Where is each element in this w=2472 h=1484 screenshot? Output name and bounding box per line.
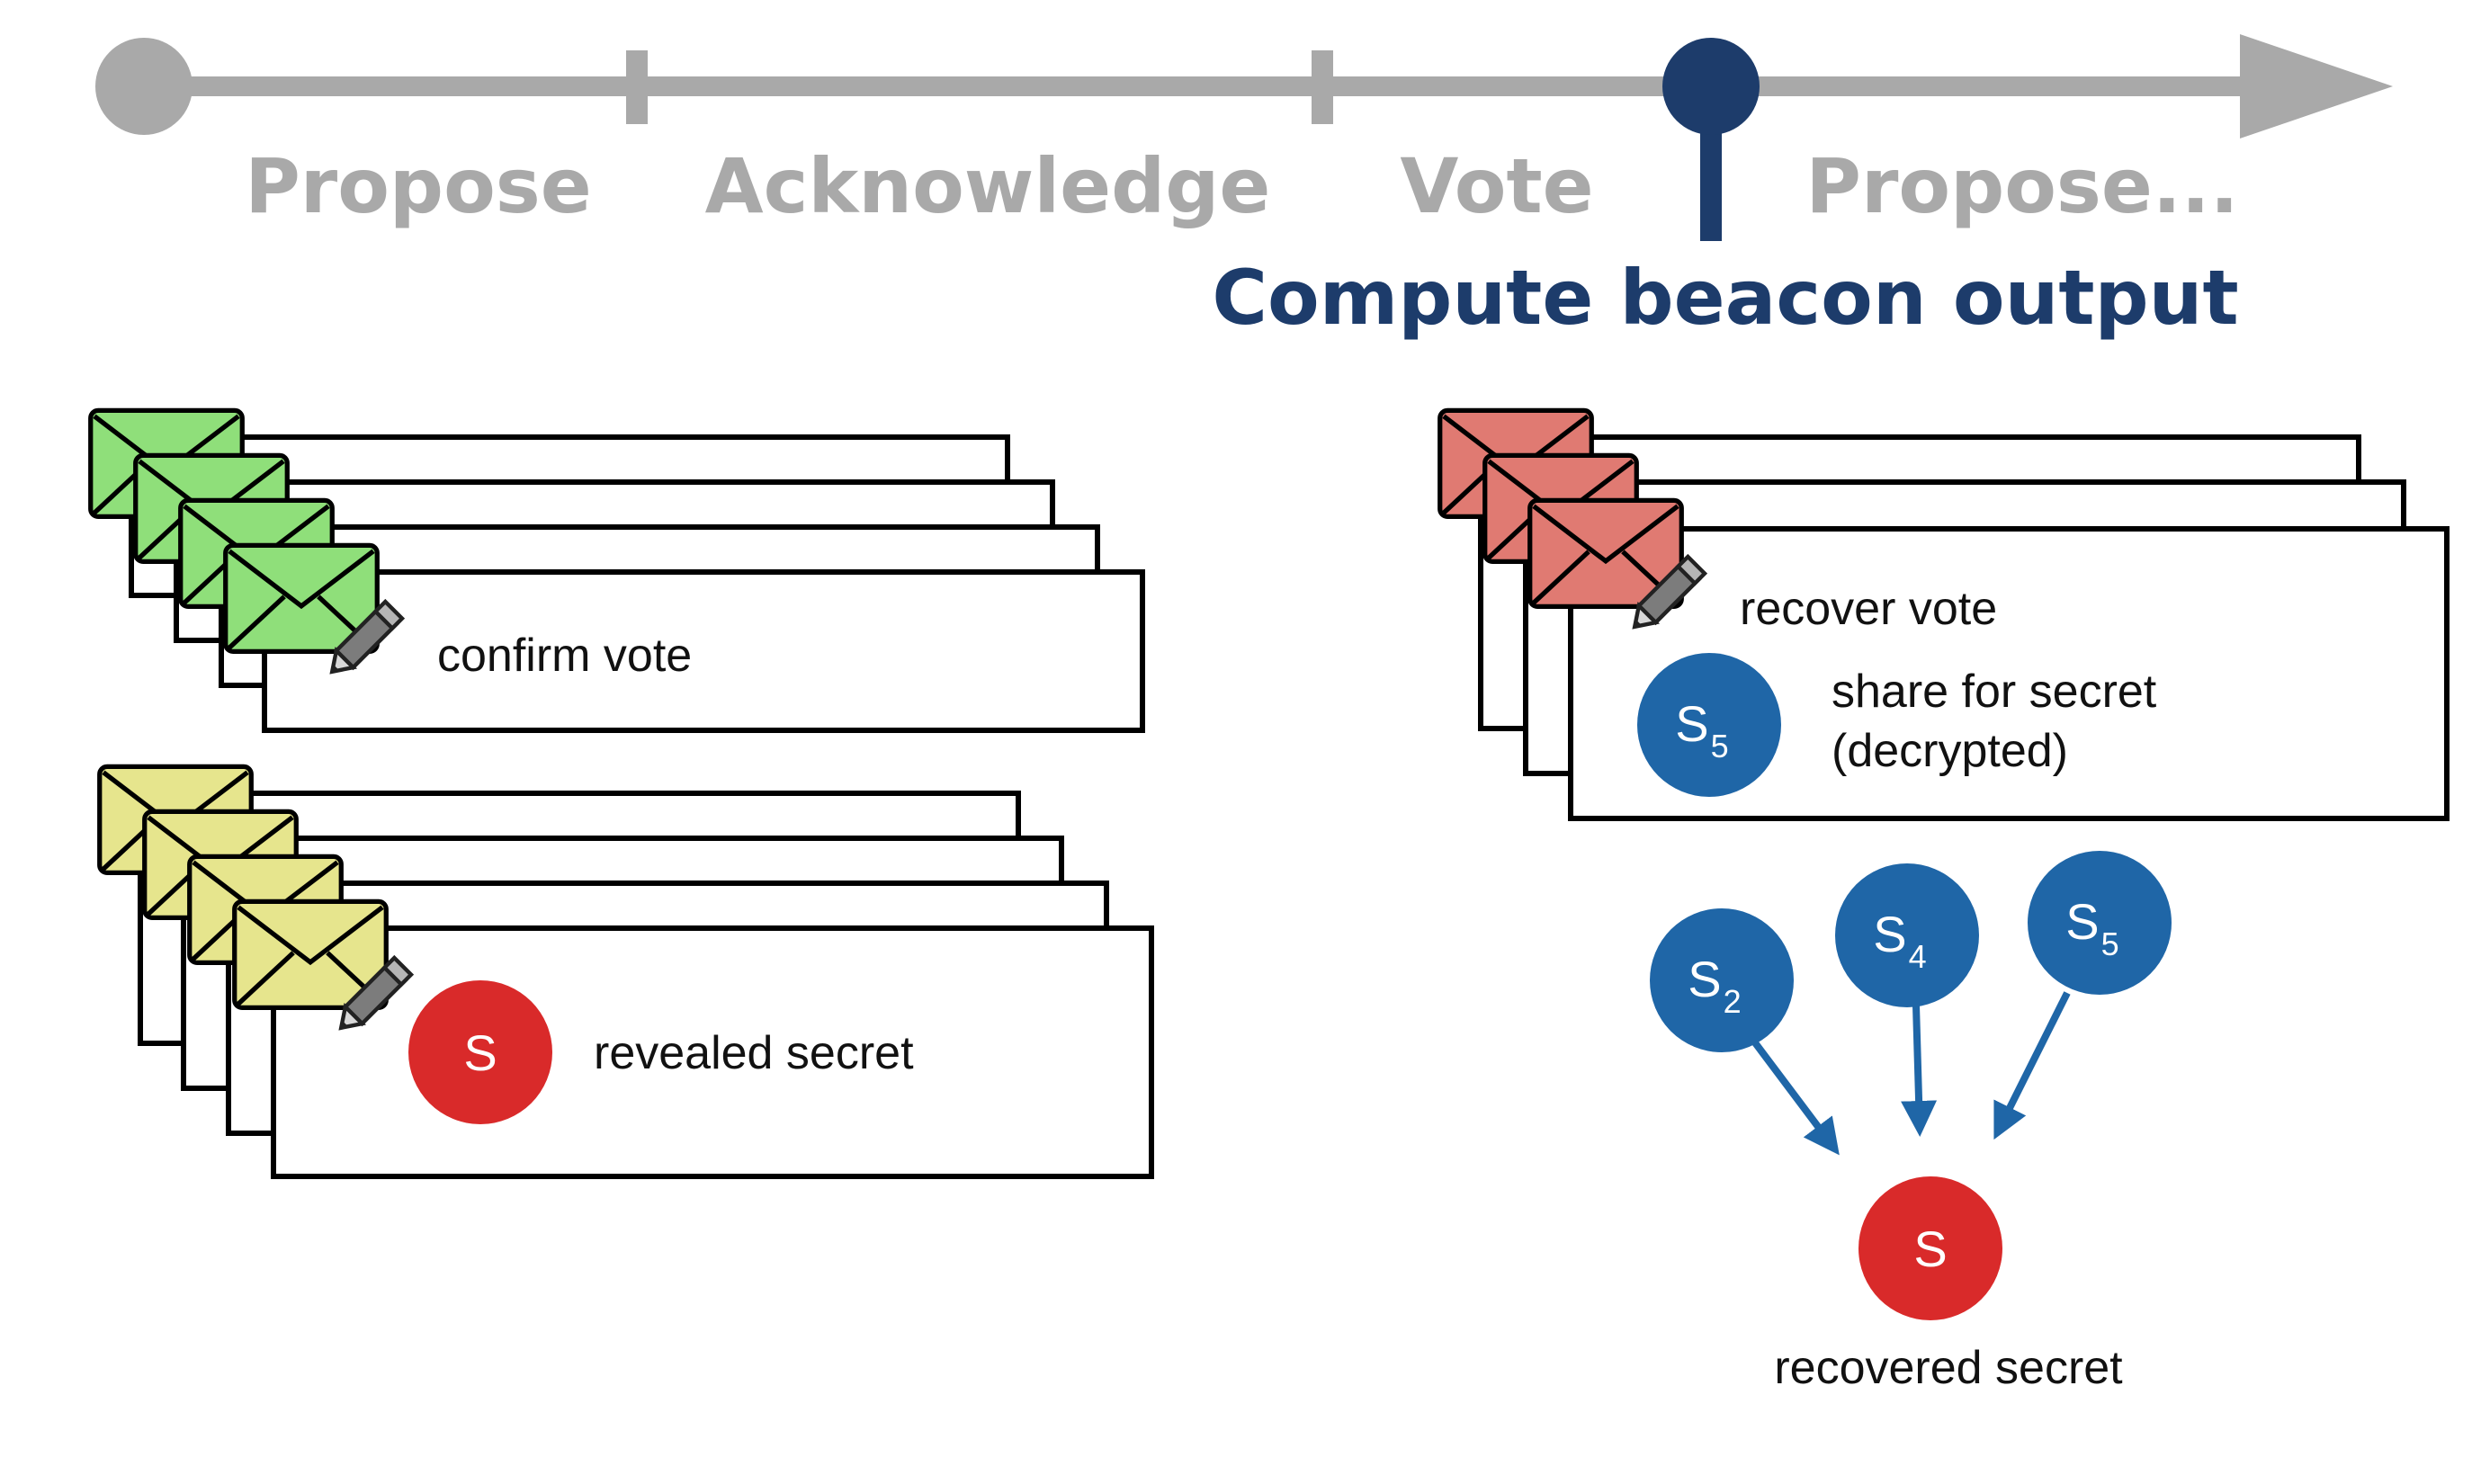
recovered-secret-label: recovered secret <box>1774 1342 2123 1394</box>
recovered-secret-symbol: S <box>1913 1220 1947 1277</box>
revealed-secret-circle <box>408 980 552 1124</box>
phase-vote: Vote <box>1400 142 1593 230</box>
share-circle-1 <box>1650 908 1794 1052</box>
confirm-vote-stack: confirm vote <box>91 410 1145 733</box>
vote-card-front <box>262 569 1145 733</box>
timeline-start-dot <box>95 38 193 135</box>
revealed-secret-stack: S revealed secret <box>100 766 1154 1179</box>
timeline-tick-2 <box>1312 50 1333 124</box>
share-circle-2 <box>1835 863 1979 1007</box>
revealed-secret-label: revealed secret <box>594 1027 914 1079</box>
share-circle-3 <box>2028 851 2172 995</box>
share-2-symbol: S4 <box>1873 906 1926 975</box>
recover-vote-stack: recover vote S5 share for secret (decryp… <box>1440 410 2450 821</box>
secret-reconstruction: S2 S4 S5 S recovered secret <box>1650 851 2172 1394</box>
phase-propose-next: Propose... <box>1805 142 2238 230</box>
share-circle <box>1637 653 1781 797</box>
confirm-vote-label: confirm vote <box>437 630 692 682</box>
recover-vote-label: recover vote <box>1740 583 1997 635</box>
arrow-icon <box>1901 1005 1938 1137</box>
recovered-secret-circle <box>1858 1176 2002 1320</box>
timeline-arrow-icon <box>2240 34 2393 139</box>
share-line-2: (decrypted) <box>1832 725 2068 777</box>
share-1-symbol: S2 <box>1688 951 1741 1020</box>
timeline-tick-1 <box>626 50 648 124</box>
current-marker-dot <box>1662 38 1760 135</box>
current-step-label: Compute beacon output <box>1212 254 2238 342</box>
timeline: Propose Acknowledge Vote Propose... Comp… <box>95 34 2393 342</box>
arrow-icon <box>1993 991 2071 1140</box>
arrow-icon <box>1751 1039 1840 1156</box>
phase-propose: Propose <box>245 142 592 230</box>
share-line-1: share for secret <box>1832 666 2157 718</box>
share-3-symbol: S5 <box>2065 893 2118 962</box>
phase-acknowledge: Acknowledge <box>705 142 1271 230</box>
share-symbol: S5 <box>1675 695 1728 764</box>
revealed-secret-symbol: S <box>463 1024 497 1081</box>
